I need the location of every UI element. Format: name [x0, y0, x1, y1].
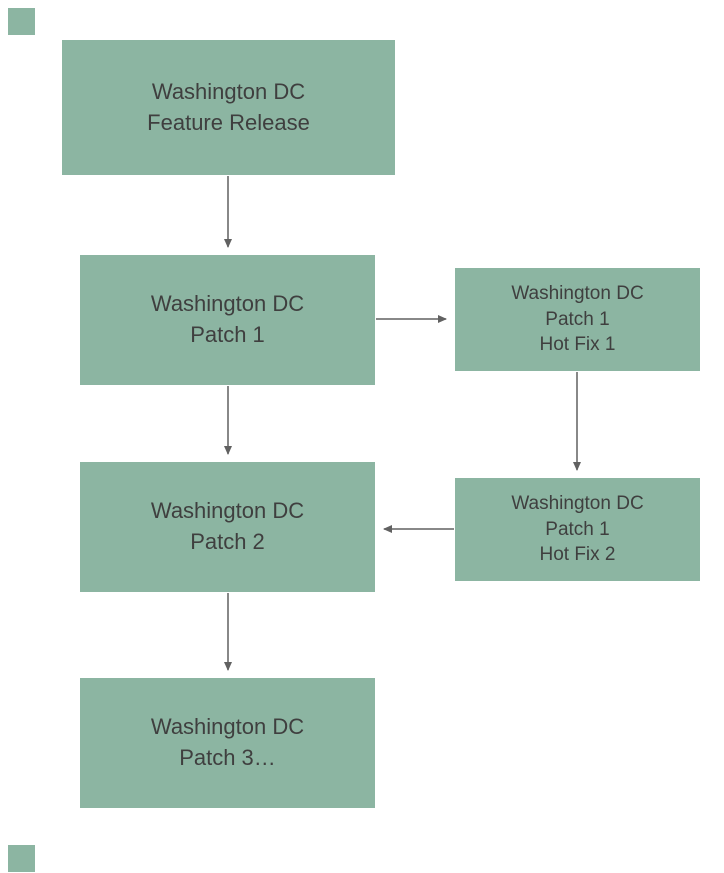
node-patch-2-label: Washington DC Patch 2 [150, 498, 305, 554]
node-patch-1: Washington DC Patch 1 [80, 255, 375, 385]
node-patch-2: Washington DC Patch 2 [80, 462, 375, 592]
node-patch-1-label: Washington DC Patch 1 [150, 291, 305, 347]
node-patch-1-hot-fix-2: Washington DC Patch 1 Hot Fix 2 [455, 478, 700, 581]
node-patch-1-hot-fix-2-label: Washington DC Patch 1 Hot Fix 2 [511, 493, 644, 566]
node-patch-1-hot-fix-1-label: Washington DC Patch 1 Hot Fix 1 [511, 283, 644, 356]
corner-node-top-left [8, 8, 35, 35]
node-patch-3: Washington DC Patch 3… [80, 678, 375, 808]
node-feature-release: Washington DC Feature Release [62, 40, 395, 175]
corner-node-bottom-left [8, 845, 35, 872]
node-patch-3-label: Washington DC Patch 3… [150, 714, 305, 770]
node-feature-release-label: Washington DC Feature Release [147, 78, 310, 135]
node-patch-1-hot-fix-1: Washington DC Patch 1 Hot Fix 1 [455, 268, 700, 371]
